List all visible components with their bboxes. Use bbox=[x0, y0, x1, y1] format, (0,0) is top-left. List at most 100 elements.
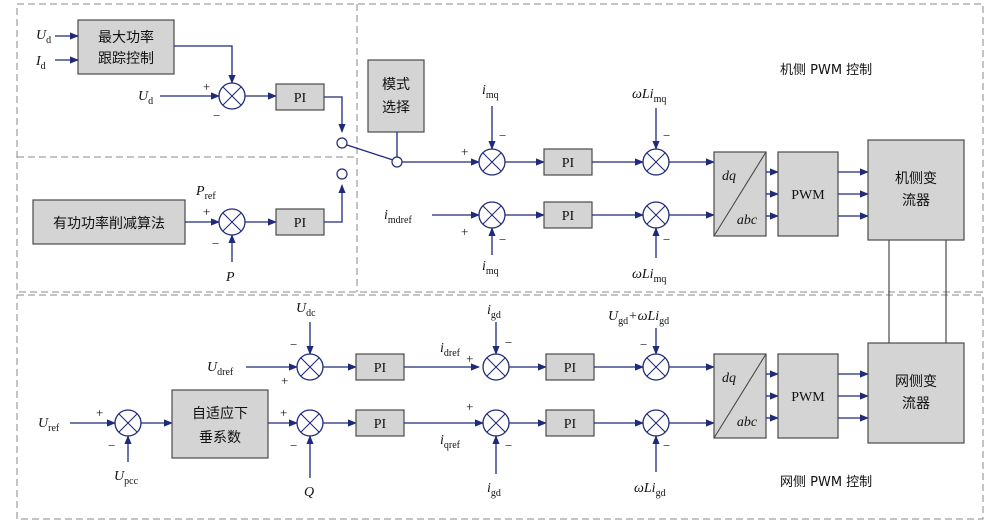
sum-junction-upcc bbox=[114, 409, 142, 437]
sign-plus: + bbox=[203, 79, 210, 94]
omega-l-igd-label: ωLigd bbox=[634, 481, 666, 499]
power-reduction-label: 有功功率削减算法 bbox=[53, 215, 165, 232]
udref-label: Udref bbox=[207, 360, 234, 378]
mppt-block bbox=[77, 19, 175, 75]
sign-minus: − bbox=[499, 232, 506, 247]
sum-junction-mppt bbox=[218, 82, 246, 110]
upcc-label: Upcc bbox=[114, 469, 139, 487]
sign-minus: − bbox=[663, 438, 670, 453]
pi-label: PI bbox=[564, 361, 577, 376]
sum-junction-mq-decouple bbox=[642, 148, 670, 176]
pi-block-gd bbox=[545, 353, 595, 381]
pref-label: Pref bbox=[195, 184, 216, 202]
grid-converter-block bbox=[867, 342, 965, 444]
sum-junction-udc bbox=[296, 353, 324, 381]
mode-select-block bbox=[367, 59, 425, 133]
sign-minus: − bbox=[640, 337, 647, 352]
dq-label: dq bbox=[722, 371, 736, 386]
dq-label: dq bbox=[722, 169, 736, 184]
omega-l-imq-label-bottom: ωLimq bbox=[632, 267, 666, 285]
abc-label: abc bbox=[737, 213, 758, 228]
power-reduction-block bbox=[32, 199, 186, 245]
switch-pivot bbox=[391, 156, 403, 168]
sign-minus: − bbox=[212, 236, 219, 251]
imq-label-bottom: imq bbox=[482, 259, 499, 277]
sign-plus: + bbox=[96, 405, 103, 420]
switch-arm bbox=[346, 144, 394, 161]
mode-select-label-1: 模式 bbox=[382, 77, 410, 93]
pi-label: PI bbox=[374, 361, 387, 376]
sign-plus: + bbox=[281, 373, 288, 388]
pwm-label: PWM bbox=[791, 390, 825, 405]
machine-converter-block bbox=[867, 139, 965, 241]
pi-label: PI bbox=[294, 216, 307, 231]
adaptive-droop-label-2: 垂系数 bbox=[199, 430, 241, 446]
sum-junction-gd bbox=[482, 353, 510, 381]
grid-side-region bbox=[16, 294, 984, 520]
sum-junction-gq bbox=[482, 409, 510, 437]
mppt-to-sum-wire bbox=[174, 45, 236, 84]
sign-plus: + bbox=[466, 399, 473, 414]
sum-junction-q bbox=[296, 409, 324, 437]
sum-junction-gq-decouple bbox=[642, 409, 670, 437]
dq-abc-divider bbox=[713, 151, 767, 237]
sign-minus: − bbox=[505, 438, 512, 453]
grid-side-caption: 网侧 PWM 控制 bbox=[780, 475, 872, 490]
pi-block-power bbox=[275, 208, 325, 236]
pi-to-switch-wire-2 bbox=[324, 184, 346, 223]
sign-plus: + bbox=[203, 204, 210, 219]
adaptive-droop-block bbox=[171, 389, 269, 459]
pi-to-switch-wire-1 bbox=[324, 96, 346, 133]
abc-label: abc bbox=[737, 415, 758, 430]
pi-block-mppt bbox=[275, 83, 325, 111]
pwm-block-machine bbox=[777, 151, 839, 237]
sign-plus: + bbox=[461, 224, 468, 239]
pi-block-mq bbox=[543, 148, 593, 176]
q-label: Q bbox=[304, 485, 314, 500]
igd-label-top: igd bbox=[487, 303, 501, 321]
grid-converter-label-2: 流器 bbox=[902, 396, 930, 412]
igd-label-bottom: igd bbox=[487, 481, 501, 499]
uref-label: Uref bbox=[38, 416, 60, 434]
sign-minus: − bbox=[663, 232, 670, 247]
machine-converter-label-1: 机侧变 bbox=[895, 171, 937, 187]
p-label: P bbox=[225, 270, 235, 285]
sign-minus: − bbox=[213, 108, 220, 123]
sum-junction-md bbox=[478, 201, 506, 229]
ugd-plus-omega-l-igd-label: Ugd+ωLigd bbox=[608, 309, 669, 327]
sum-junction-md-decouple bbox=[642, 201, 670, 229]
sum-junction-gd-decouple bbox=[642, 353, 670, 381]
sign-minus: − bbox=[108, 438, 115, 453]
pwm-label: PWM bbox=[791, 188, 825, 203]
omega-l-imq-label-top: ωLimq bbox=[632, 87, 666, 105]
sum-junction-mq bbox=[478, 148, 506, 176]
ud-ref-label: Ud bbox=[138, 89, 153, 107]
mppt-label-1: 最大功率 bbox=[98, 29, 154, 46]
pi-block-gq bbox=[545, 409, 595, 437]
sign-minus: − bbox=[663, 128, 670, 143]
sum-junction-power bbox=[218, 208, 246, 236]
pi-label: PI bbox=[564, 417, 577, 432]
sign-minus: − bbox=[499, 128, 506, 143]
imdref-label: imdref bbox=[384, 208, 412, 226]
pwm-block-grid bbox=[777, 353, 839, 439]
pi-label: PI bbox=[294, 91, 307, 106]
pi-label: PI bbox=[374, 417, 387, 432]
adaptive-droop-label-1: 自适应下 bbox=[192, 405, 248, 422]
pi-block-md bbox=[543, 201, 593, 229]
machine-converter-label-2: 流器 bbox=[902, 193, 930, 209]
id-input-label: Id bbox=[35, 54, 46, 72]
iqref-label: iqref bbox=[440, 433, 461, 451]
pi-label: PI bbox=[562, 156, 575, 171]
switch-terminal-1 bbox=[336, 137, 348, 149]
machine-side-caption: 机侧 PWM 控制 bbox=[780, 63, 872, 78]
pi-block-udc bbox=[355, 353, 405, 381]
sign-plus: + bbox=[466, 351, 473, 366]
dq-abc-divider bbox=[713, 353, 767, 439]
ud-input-label: Ud bbox=[36, 28, 51, 46]
sign-minus: − bbox=[290, 337, 297, 352]
sign-minus: − bbox=[505, 335, 512, 350]
sign-plus: + bbox=[280, 405, 287, 420]
